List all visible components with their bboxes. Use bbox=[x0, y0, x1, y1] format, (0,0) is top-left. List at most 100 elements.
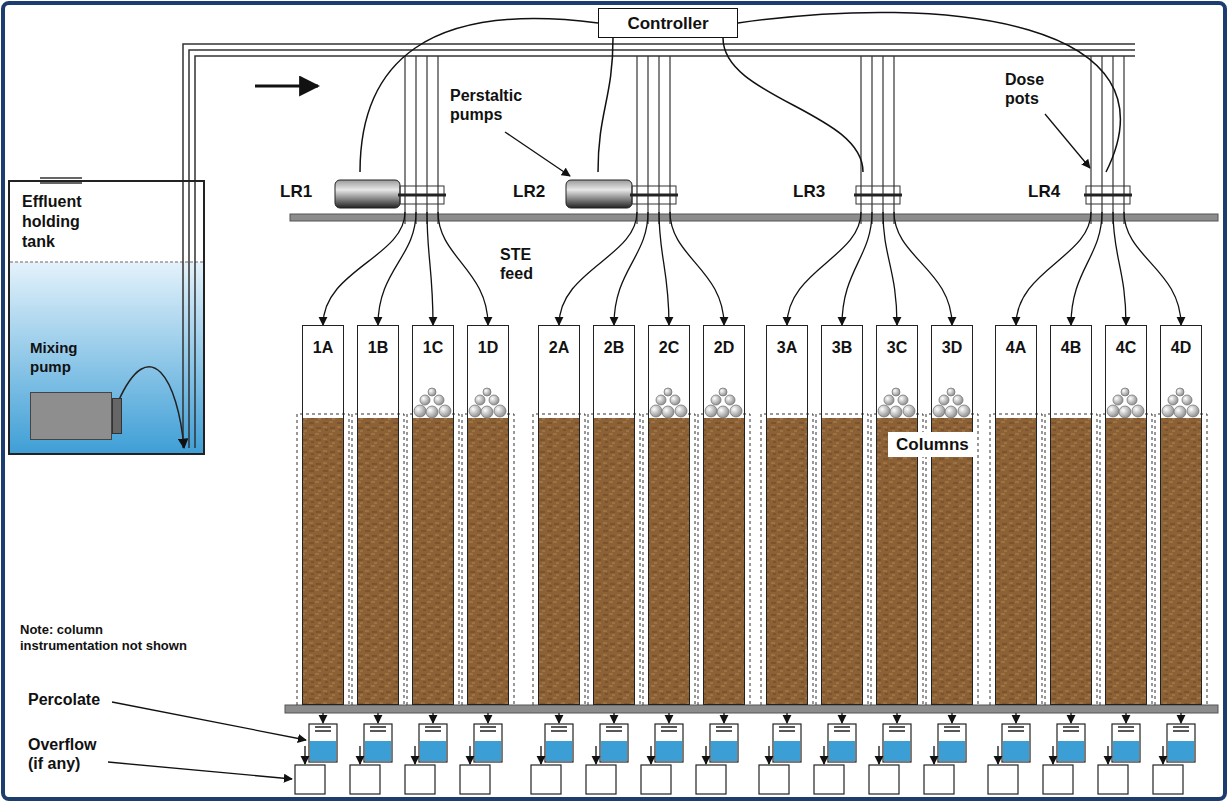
overflow-arrow bbox=[933, 746, 934, 764]
gravel bbox=[1174, 406, 1186, 418]
column-id: 1B bbox=[358, 338, 398, 357]
pump-motor bbox=[566, 180, 632, 208]
column-id: 2B bbox=[594, 338, 634, 357]
frame bbox=[3, 3, 1225, 799]
percolate-jar bbox=[474, 724, 502, 762]
pump-head bbox=[630, 194, 678, 197]
feed-line bbox=[670, 212, 724, 325]
overflow-arrow bbox=[304, 746, 305, 764]
leader-line bbox=[112, 702, 306, 740]
feed-line bbox=[894, 212, 952, 325]
feed-tube bbox=[882, 56, 883, 224]
overflow-box bbox=[1153, 765, 1183, 794]
gravel bbox=[494, 405, 506, 417]
soil-column: 1B bbox=[357, 325, 399, 705]
controller-box: Controller bbox=[598, 8, 738, 38]
gravel bbox=[892, 388, 900, 396]
drain-arrow bbox=[1070, 713, 1071, 723]
gravel bbox=[890, 406, 902, 418]
gravel bbox=[1168, 395, 1178, 405]
gravel bbox=[898, 395, 908, 405]
overflow-box bbox=[641, 765, 671, 794]
drain-arrow bbox=[668, 713, 669, 723]
column-id: 3C bbox=[877, 338, 917, 357]
gravel bbox=[675, 405, 687, 417]
percolate-liquid bbox=[601, 741, 627, 761]
percolate-liquid bbox=[711, 741, 737, 761]
soil-fill bbox=[594, 418, 634, 705]
drain-arrow bbox=[841, 713, 842, 723]
dotted-outline bbox=[297, 414, 349, 705]
drain-arrow bbox=[558, 713, 559, 723]
feed-tube bbox=[437, 56, 438, 224]
gravel bbox=[1121, 388, 1129, 396]
overflow-arrow bbox=[997, 746, 998, 764]
feed-tube bbox=[1101, 56, 1102, 224]
feed-line bbox=[559, 212, 637, 325]
soil-column: 4D bbox=[1160, 325, 1202, 705]
flow-arrow bbox=[255, 85, 318, 88]
soil-fill bbox=[649, 418, 689, 705]
jar-cap bbox=[1008, 727, 1024, 731]
soil-column: 3D bbox=[931, 325, 973, 705]
gravel bbox=[1187, 405, 1199, 417]
feed-line bbox=[1113, 212, 1126, 325]
gravel bbox=[1107, 405, 1119, 417]
overflow-arrow bbox=[469, 746, 470, 764]
gravel bbox=[1176, 388, 1184, 396]
soil-fill bbox=[822, 418, 862, 705]
percolate-jar bbox=[1002, 724, 1030, 762]
feed-line bbox=[1124, 212, 1181, 325]
soil-fill bbox=[413, 418, 453, 705]
percolate-jar bbox=[828, 724, 856, 762]
gravel bbox=[933, 405, 945, 417]
feed-line bbox=[883, 212, 897, 325]
jar-cap bbox=[370, 727, 386, 731]
overflow-box bbox=[869, 765, 899, 794]
soil-column: 3A bbox=[766, 325, 808, 705]
soil-column: 2B bbox=[593, 325, 635, 705]
column-id: 1C bbox=[413, 338, 453, 357]
gravel bbox=[664, 388, 672, 396]
overflow-box bbox=[988, 765, 1018, 794]
soil-column: 4B bbox=[1050, 325, 1092, 705]
soil-column: 2D bbox=[703, 325, 745, 705]
overflow-box bbox=[1043, 765, 1073, 794]
feed-line bbox=[1016, 212, 1091, 325]
column-id: 1A bbox=[303, 338, 343, 357]
pump-unit: LR1 bbox=[280, 172, 450, 212]
node-text: Effluent holding tank bbox=[22, 192, 114, 252]
feed-tube bbox=[669, 56, 670, 224]
percolate-liquid bbox=[365, 741, 391, 761]
node-text: Controller bbox=[607, 13, 729, 34]
percolate-liquid bbox=[310, 741, 336, 761]
soil-column: 4C bbox=[1105, 325, 1147, 705]
overflow-box bbox=[295, 765, 325, 794]
dotted-outline bbox=[761, 414, 813, 705]
feed-tube bbox=[636, 56, 637, 224]
feed-tube bbox=[426, 56, 427, 224]
callout-label: Dose pots bbox=[1005, 70, 1067, 108]
leader-line bbox=[505, 132, 570, 176]
soil-fill bbox=[1106, 418, 1146, 705]
water-surface bbox=[10, 261, 203, 263]
percolate-liquid bbox=[774, 741, 800, 761]
jar-cap bbox=[889, 727, 905, 731]
soil-column: 1C bbox=[412, 325, 454, 705]
feed-tube bbox=[404, 56, 405, 224]
percolate-jar bbox=[655, 724, 683, 762]
percolate-liquid bbox=[1058, 741, 1084, 761]
gravel bbox=[414, 405, 426, 417]
dotted-outline bbox=[926, 414, 978, 705]
drain-arrow bbox=[1125, 713, 1126, 723]
control-wire bbox=[598, 38, 613, 172]
column-id: 4B bbox=[1051, 338, 1091, 357]
gravel bbox=[878, 405, 890, 417]
gravel bbox=[475, 395, 485, 405]
soil-fill bbox=[1051, 418, 1091, 705]
soil-fill bbox=[932, 418, 972, 705]
soil-column: 2A bbox=[538, 325, 580, 705]
